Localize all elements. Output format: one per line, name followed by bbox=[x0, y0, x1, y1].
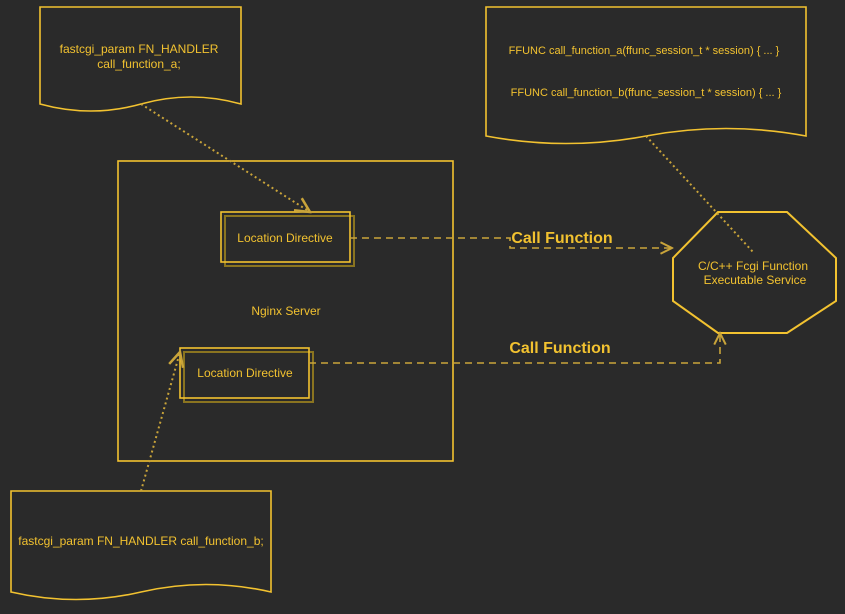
call-arrow-b bbox=[309, 333, 720, 364]
note-ffunc-b: FFUNC call_function_b(ffunc_session_t * … bbox=[511, 87, 782, 99]
call-function-label-b: Call Function bbox=[509, 340, 610, 357]
note-ffunc-a: FFUNC call_function_a(ffunc_session_t * … bbox=[509, 45, 780, 57]
note-a-line1: fastcgi_param FN_HANDLER bbox=[60, 42, 219, 56]
note-fastcgi-param-a: fastcgi_param FN_HANDLER call_function_a… bbox=[39, 6, 242, 112]
nginx-server-box: Nginx Server bbox=[117, 160, 454, 462]
note-a-line2: call_function_a; bbox=[97, 57, 180, 71]
location-directive-b: Location Directive bbox=[179, 347, 314, 403]
service-line1: C/C++ Fcgi Function bbox=[698, 259, 808, 273]
note-fastcgi-param-b: fastcgi_param FN_HANDLER call_function_b… bbox=[10, 490, 272, 601]
location-directive-a: Location Directive bbox=[220, 211, 355, 267]
note-ffunc-definitions: FFUNC call_function_a(ffunc_session_t * … bbox=[485, 6, 807, 145]
location-directive-a-label: Location Directive bbox=[237, 231, 333, 245]
service-line2: Executable Service bbox=[704, 273, 807, 287]
location-directive-b-label: Location Directive bbox=[197, 366, 293, 380]
nginx-server-label: Nginx Server bbox=[251, 304, 320, 318]
fcgi-executable-service: C/C++ Fcgi Function Executable Service bbox=[672, 211, 837, 334]
note-b-text: fastcgi_param FN_HANDLER call_function_b… bbox=[18, 534, 263, 548]
connector-ffunc-note-to-service bbox=[645, 135, 754, 253]
call-function-label-a: Call Function bbox=[511, 230, 612, 247]
connector-note-a-to-location-a bbox=[140, 103, 310, 212]
connector-note-b-to-location-b bbox=[140, 352, 180, 492]
